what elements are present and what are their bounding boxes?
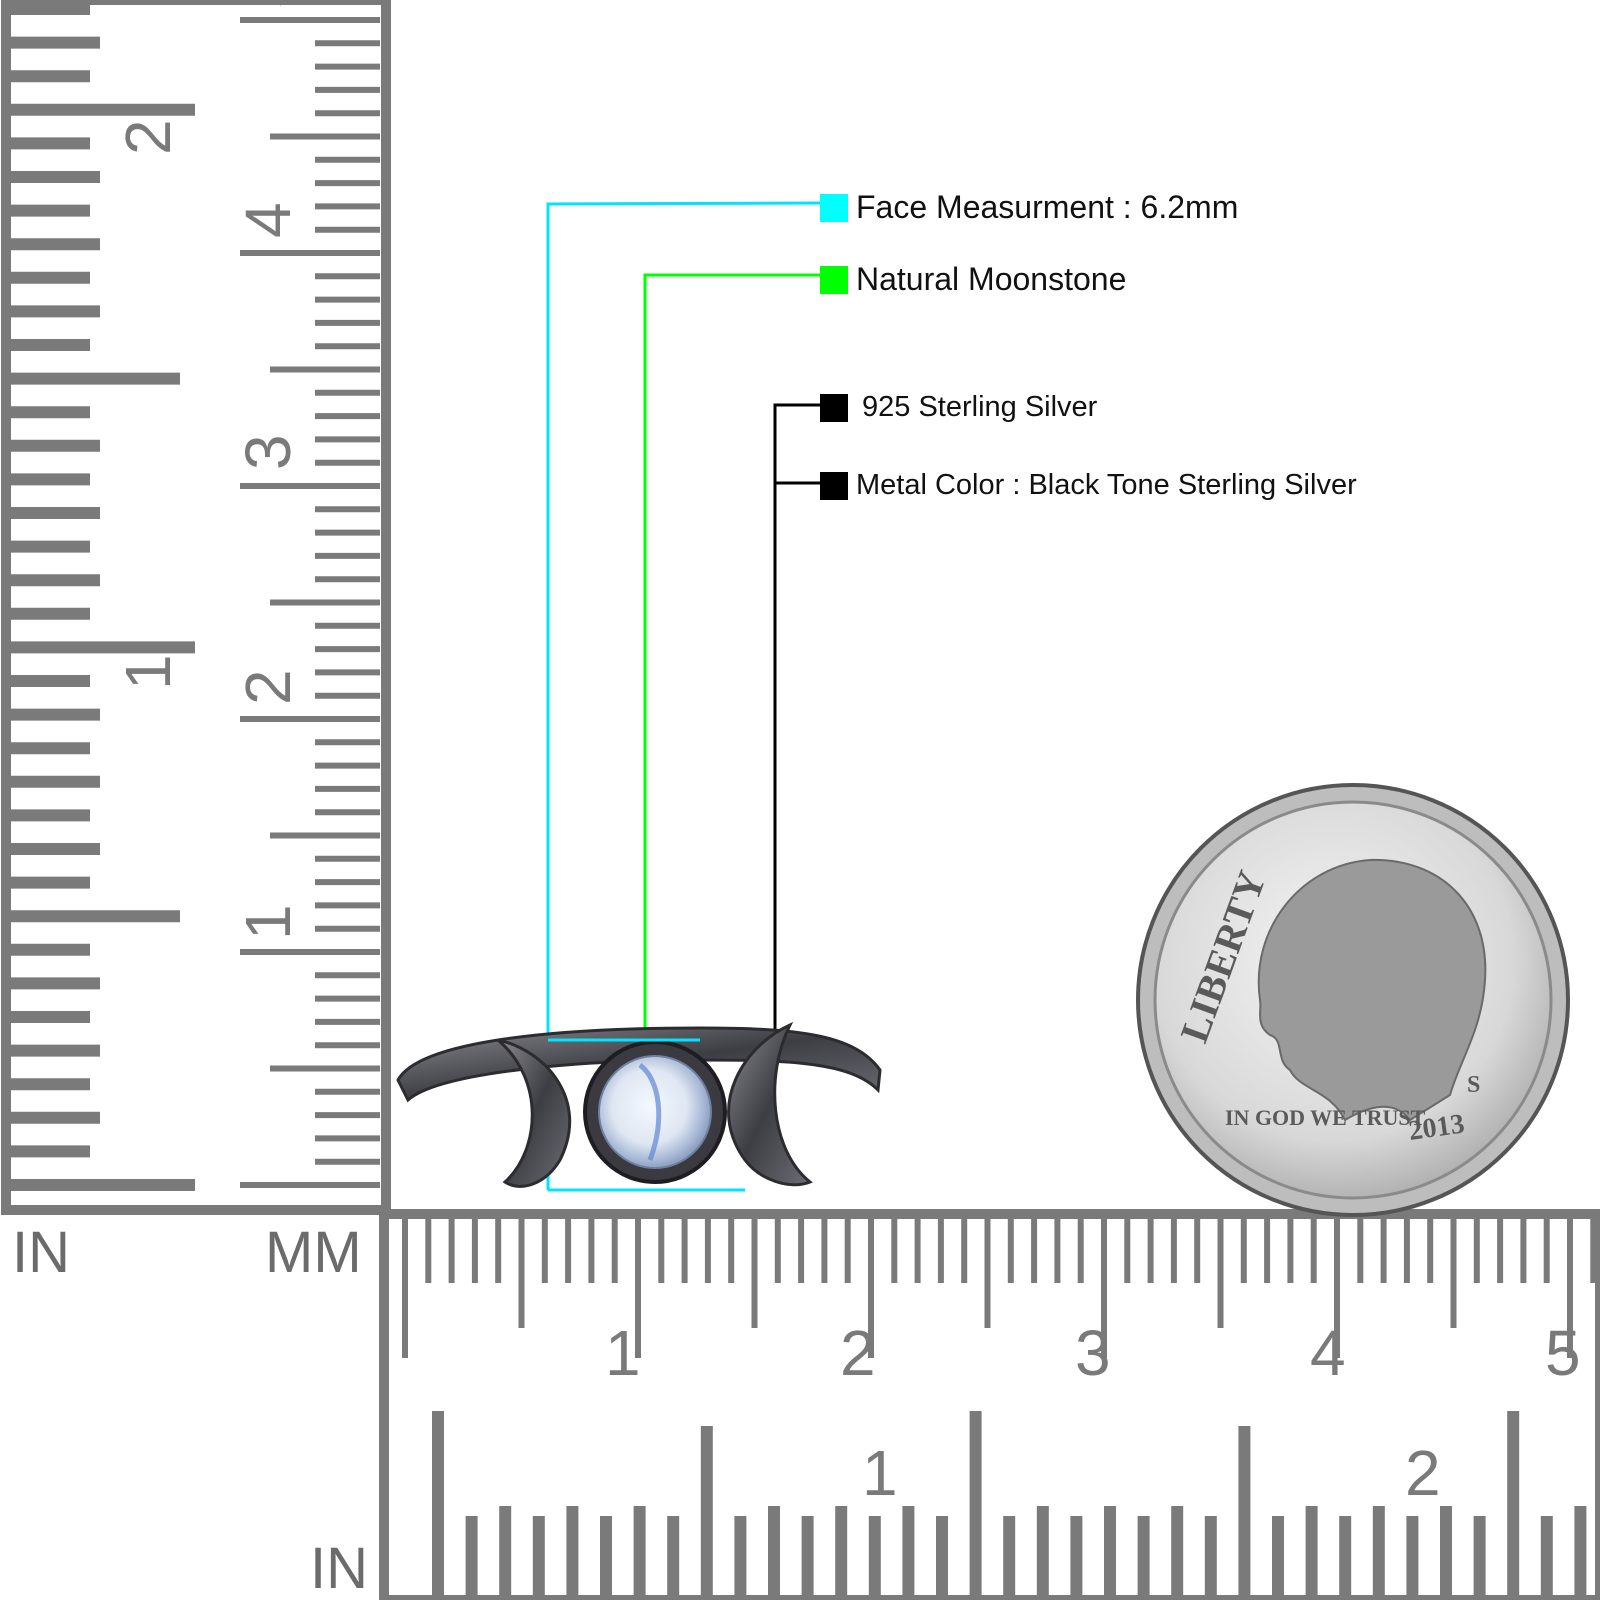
face-measurement-leader <box>546 201 823 1190</box>
bottom-ruler-mm-5: 5 <box>1545 1317 1581 1389</box>
bottom-ruler-mm-1: 1 <box>605 1317 641 1389</box>
legend-face-measurement: Face Measurment : 6.2mm <box>820 189 1238 226</box>
left-ruler-mm-unit: MM <box>265 1220 362 1285</box>
natural-moonstone-label: Natural Moonstone <box>856 261 1127 297</box>
left-crescent <box>497 1038 572 1188</box>
metal-color-label: Metal Color : Black Tone Sterling Silver <box>856 469 1357 501</box>
face-measurement-bracket <box>548 1038 745 1192</box>
moonstone-leader <box>643 273 822 1100</box>
bottom-ruler: 1 2 3 4 5 1 2 <box>379 1209 1600 1600</box>
bottom-ruler-ticks <box>402 1218 1597 1596</box>
moonstone-cabochon-icon <box>598 1055 712 1169</box>
left-ruler-cm-2: 2 <box>112 119 184 155</box>
left-ruler-inch-unit: IN <box>12 1220 70 1285</box>
bottom-ruler-inch-unit: IN <box>310 1536 368 1600</box>
black-swatch-icon <box>820 471 848 500</box>
bottom-ruler-in-2: 2 <box>1405 1437 1441 1509</box>
bottom-ruler-mm-2: 2 <box>840 1317 876 1389</box>
triple-moon-ring-icon <box>396 1021 882 1188</box>
silver-leader <box>773 403 822 1075</box>
bottom-ruler-mm-3: 3 <box>1075 1317 1111 1389</box>
legend-metal-color: Metal Color : Black Tone Sterling Silver <box>820 469 1357 502</box>
coin-mint-mark: S <box>1467 1072 1480 1098</box>
callout-lines <box>546 201 823 1190</box>
moonstone-sheen <box>638 1063 662 1161</box>
coin-motto-text: IN GOD WE TRUST <box>1225 1105 1426 1130</box>
legend-sterling-silver: 925 Sterling Silver <box>820 391 1097 424</box>
left-ruler-ticks <box>10 3 380 1191</box>
legend-natural-moonstone: Natural Moonstone <box>820 261 1126 298</box>
sterling-silver-label: 925 Sterling Silver <box>862 391 1098 423</box>
face-measurement-label: Face Measurment : 6.2mm <box>856 189 1239 225</box>
green-swatch-icon <box>820 265 848 294</box>
left-ruler-mm-4: 4 <box>232 202 304 238</box>
portrait-icon <box>1257 858 1487 1122</box>
left-ruler-cm-1: 1 <box>112 654 184 690</box>
left-ruler-mm-1: 1 <box>232 904 304 940</box>
black-swatch-icon <box>820 393 848 422</box>
coin-year: 2013 <box>1407 1108 1467 1146</box>
left-ruler-mm-2: 2 <box>232 669 304 705</box>
bottom-ruler-in-1: 1 <box>862 1437 898 1509</box>
bottom-ruler-frame <box>379 1209 1600 1600</box>
right-crescent <box>727 1021 813 1187</box>
left-ruler: 1 2 1 2 3 4 5 <box>1 0 391 1215</box>
cyan-swatch-icon <box>820 193 848 222</box>
left-ruler-mm-5: 5 <box>232 0 304 8</box>
dime-coin-icon: LIBERTY IN GOD WE TRUST S 2013 <box>1136 783 1570 1217</box>
bottom-ruler-mm-4: 4 <box>1310 1317 1346 1389</box>
left-ruler-mm-3: 3 <box>232 434 304 470</box>
